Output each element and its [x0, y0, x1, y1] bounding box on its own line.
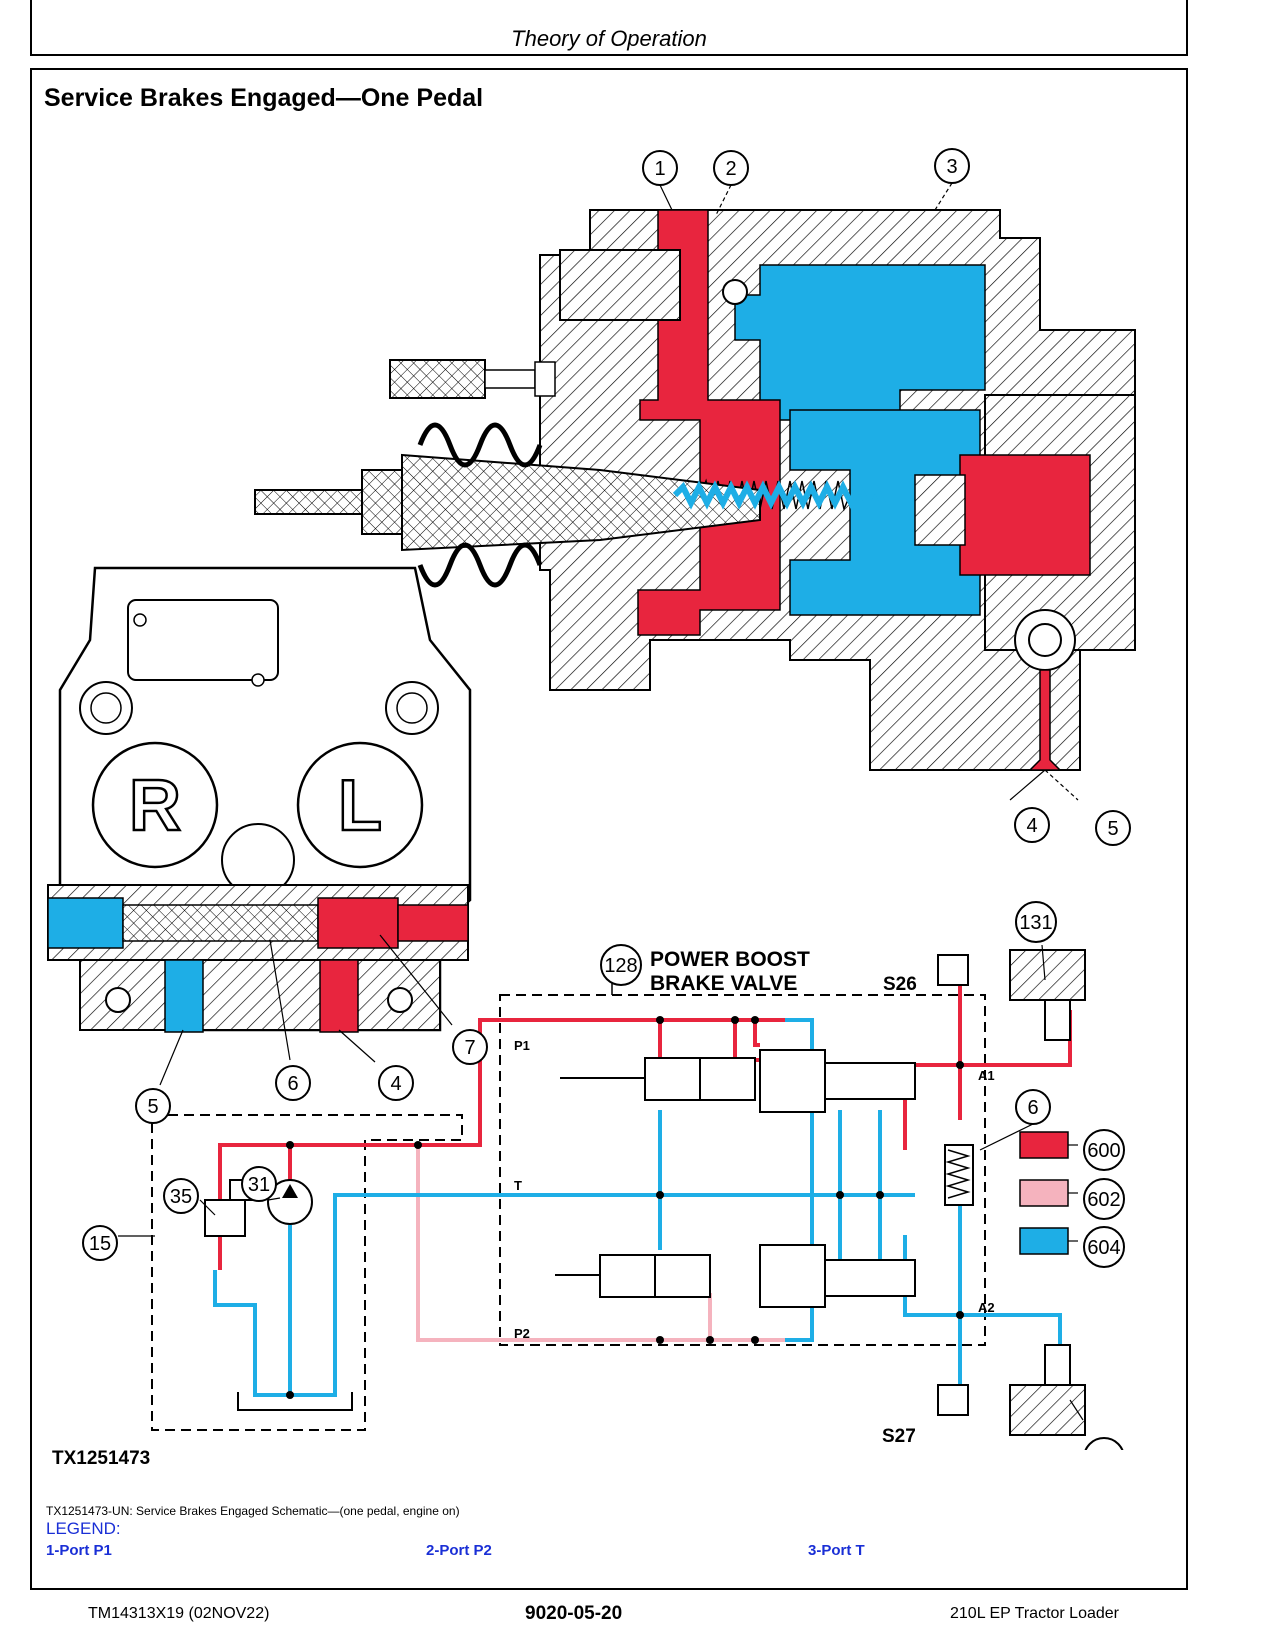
- callout-4b: [378, 1065, 414, 1101]
- figure-caption: TX1251473-UN: Service Brakes Engaged Sch…: [46, 1504, 460, 1518]
- callout-131a: [1015, 901, 1057, 943]
- valve-letter-r: R: [129, 766, 181, 846]
- callout-15: [82, 1225, 118, 1261]
- callout-6a: [275, 1065, 311, 1101]
- figure-id: TX1251473: [52, 1448, 151, 1469]
- port-label-t: T: [514, 1178, 522, 1193]
- callout-5a-text: 5: [1107, 818, 1118, 840]
- callout-2-text: 2: [725, 158, 736, 180]
- callout-5b: [135, 1088, 171, 1124]
- callout-7-text: 7: [464, 1037, 475, 1059]
- valve-body-section: [254, 209, 1136, 801]
- section-title: Service Brakes Engaged—One Pedal: [44, 84, 484, 112]
- page-header-title: Theory of Operation: [511, 26, 707, 51]
- valve-title-line1: POWER BOOST: [650, 948, 810, 971]
- port-label-a1: A1: [978, 1068, 995, 1083]
- legend-title: LEGEND:: [46, 1519, 121, 1538]
- callout-5a: [1095, 810, 1131, 846]
- switch-label-s27: S27: [882, 1426, 916, 1447]
- callout-131b-text: 131: [1087, 1448, 1120, 1450]
- callout-602-text: 602: [1087, 1189, 1120, 1211]
- footer-page-number: 9020-05-20: [525, 1603, 623, 1624]
- callout-1-text: 1: [654, 158, 665, 180]
- callout-604-text: 604: [1087, 1237, 1120, 1259]
- callout-128-text: 128: [604, 955, 637, 977]
- callout-602: [1083, 1178, 1125, 1220]
- callout-15-text: 15: [89, 1233, 111, 1255]
- footer-doc-id: TM14313X19 (02NOV22): [88, 1605, 270, 1622]
- callout-600-text: 600: [1087, 1140, 1120, 1162]
- callout-4b-text: 4: [390, 1073, 401, 1095]
- port-label-p1: P1: [514, 1038, 530, 1053]
- callout-600: [1083, 1129, 1125, 1171]
- callout-31-text: 31: [248, 1174, 270, 1196]
- port-label-p2: P2: [514, 1326, 530, 1341]
- legend-item-port-t: 3-Port T: [808, 1542, 865, 1559]
- content-frame: [30, 68, 1188, 1590]
- brake-valve-figure: R L: [47, 148, 1136, 1450]
- callout-6b-text: 6: [1027, 1097, 1038, 1119]
- callout-35-text: 35: [170, 1186, 192, 1208]
- footer-model: 210L EP Tractor Loader: [950, 1605, 1119, 1622]
- callout-numbers: 1 2 3 4 5 5 6 4 7 128 131 6 15 35 31 600…: [89, 156, 1121, 1450]
- callout-7: [452, 1029, 488, 1065]
- callout-6a-text: 6: [287, 1073, 298, 1095]
- callout-128: [600, 944, 642, 986]
- switch-label-s26: S26: [883, 974, 917, 995]
- callout-131b: [1084, 1437, 1124, 1450]
- callout-5b-text: 5: [147, 1096, 158, 1118]
- callout-131a-text: 131: [1019, 912, 1052, 934]
- page-header-box: Theory of Operation: [30, 0, 1188, 56]
- legend-swatch-600: [1019, 1131, 1069, 1159]
- callout-3-text: 3: [946, 156, 957, 178]
- callout-4a: [1014, 807, 1050, 843]
- legend-swatch-602: [1019, 1179, 1069, 1207]
- port-label-a2: A2: [978, 1300, 995, 1315]
- callout-604: [1083, 1226, 1125, 1268]
- valve-letter-l: L: [338, 766, 382, 846]
- valve-title-line2: BRAKE VALVE: [650, 972, 797, 995]
- legend-item-port-p1: 1-Port P1: [46, 1542, 112, 1559]
- legend-item-port-p2: 2-Port P2: [426, 1542, 492, 1559]
- legend-swatch-604: [1019, 1227, 1069, 1255]
- callout-31: [241, 1166, 277, 1202]
- callout-4a-text: 4: [1026, 815, 1037, 837]
- rl-valve-view: R L: [47, 566, 472, 1086]
- callouts: [82, 148, 1131, 1450]
- callout-35: [163, 1178, 199, 1214]
